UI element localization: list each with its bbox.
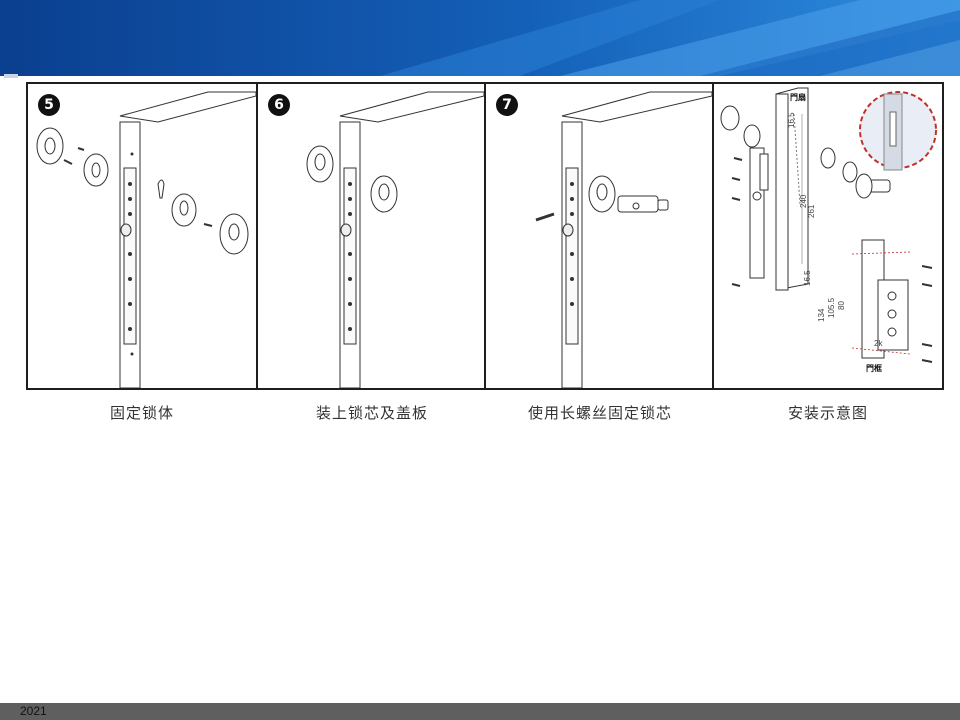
svg-text:134: 134 xyxy=(817,308,826,322)
svg-text:80: 80 xyxy=(837,301,846,310)
installation-diagram-illustration: 16.5 240 261 16.5 門扇 134 105.5 80 2k xyxy=(720,87,937,374)
footer-bar xyxy=(0,703,960,720)
step-7-illustration xyxy=(535,91,712,388)
step-number-badge: 5 xyxy=(38,94,60,116)
svg-text:16.5: 16.5 xyxy=(803,270,812,286)
svg-text:261: 261 xyxy=(807,204,816,218)
panel-divider xyxy=(712,84,714,388)
step-caption: 使用长螺丝固定锁芯 xyxy=(527,404,672,422)
panel-divider xyxy=(256,84,258,388)
panel-step-6: 6 xyxy=(258,84,484,388)
svg-text:2k: 2k xyxy=(874,339,883,348)
panel-step-7: 7 xyxy=(486,84,712,388)
svg-text:門扇: 門扇 xyxy=(790,92,806,102)
footer-year: 2021 xyxy=(20,704,47,718)
svg-text:240: 240 xyxy=(799,194,808,208)
step-caption: 装上锁芯及盖板 xyxy=(315,404,428,422)
step-6-illustration xyxy=(306,91,484,388)
panel-step-5: 5 xyxy=(28,84,256,388)
step-number-badge: 7 xyxy=(496,94,518,116)
step-number-badge: 6 xyxy=(268,94,290,116)
step-caption: 固定锁体 xyxy=(109,404,174,422)
panel-installation-diagram: 16.5 240 261 16.5 門扇 134 105.5 80 2k xyxy=(714,84,942,388)
svg-text:門框: 門框 xyxy=(866,363,882,373)
svg-text:105.5: 105.5 xyxy=(827,297,836,318)
panel-divider xyxy=(484,84,486,388)
svg-text:16.5: 16.5 xyxy=(787,112,796,128)
step-5-illustration xyxy=(36,91,256,388)
step-caption: 安装示意图 xyxy=(787,404,868,422)
installation-figure: 5 6 xyxy=(26,82,944,390)
header-banner xyxy=(0,0,960,76)
banner-accent xyxy=(4,74,18,78)
